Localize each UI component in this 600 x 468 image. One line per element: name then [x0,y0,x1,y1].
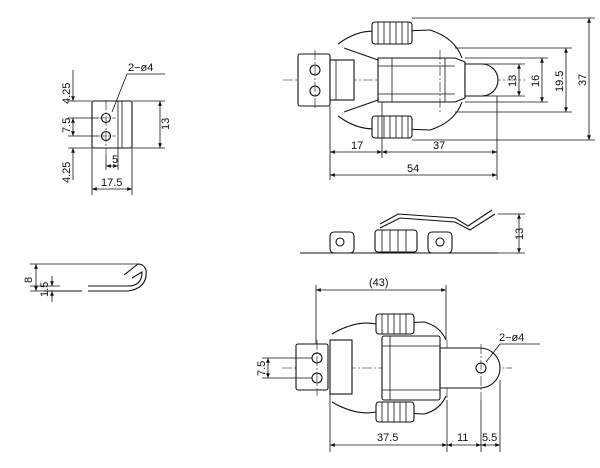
dim-37-horizontal: 37 [433,140,445,152]
dim-5: 5 [112,154,118,166]
dim-19-5: 19.5 [554,71,566,92]
dim-37-5: 37.5 [377,432,398,444]
dim-13-top-right: 13 [507,75,519,87]
dim-17-5: 17.5 [101,177,122,189]
dim-7-5-bottom: 7.5 [256,361,268,376]
dim-11: 11 [457,432,468,444]
dim-4-25-bottom: 4.25 [61,162,73,183]
dim-37-vertical: 37 [577,74,589,86]
dim-13-side: 13 [514,228,526,240]
dim-4-25-top: 4.25 [61,83,73,104]
bottom-view-top-spring [375,313,415,335]
dim-54: 54 [407,163,419,175]
dim-7-5: 7.5 [61,118,73,133]
profile-view: 8 1.5 [23,263,147,302]
dim-8: 8 [23,277,35,283]
top-left-view: 2−ø4 4.25 7.5 4.25 13 5 17.5 [61,62,172,195]
top-right-view: 13 16 19.5 37 17 37 54 [283,17,595,180]
dim-16: 16 [530,75,542,87]
dim-5-5: 5.5 [482,432,497,444]
dim-13-left-view: 13 [160,118,172,130]
bottom-spring [371,115,413,139]
dim-17: 17 [351,140,363,152]
top-spring [371,21,413,45]
bottom-hole-callout-label: 2−ø4 [499,332,524,344]
hole-callout-label: 2−ø4 [128,62,153,74]
dim-1-5: 1.5 [39,282,51,297]
side-view: 13 [300,209,526,254]
bottom-view: (43) 2−ø4 7.5 37.5 11 5.5 [256,277,540,452]
bottom-view-bottom-spring [375,401,415,423]
dim-43: (43) [369,277,389,289]
